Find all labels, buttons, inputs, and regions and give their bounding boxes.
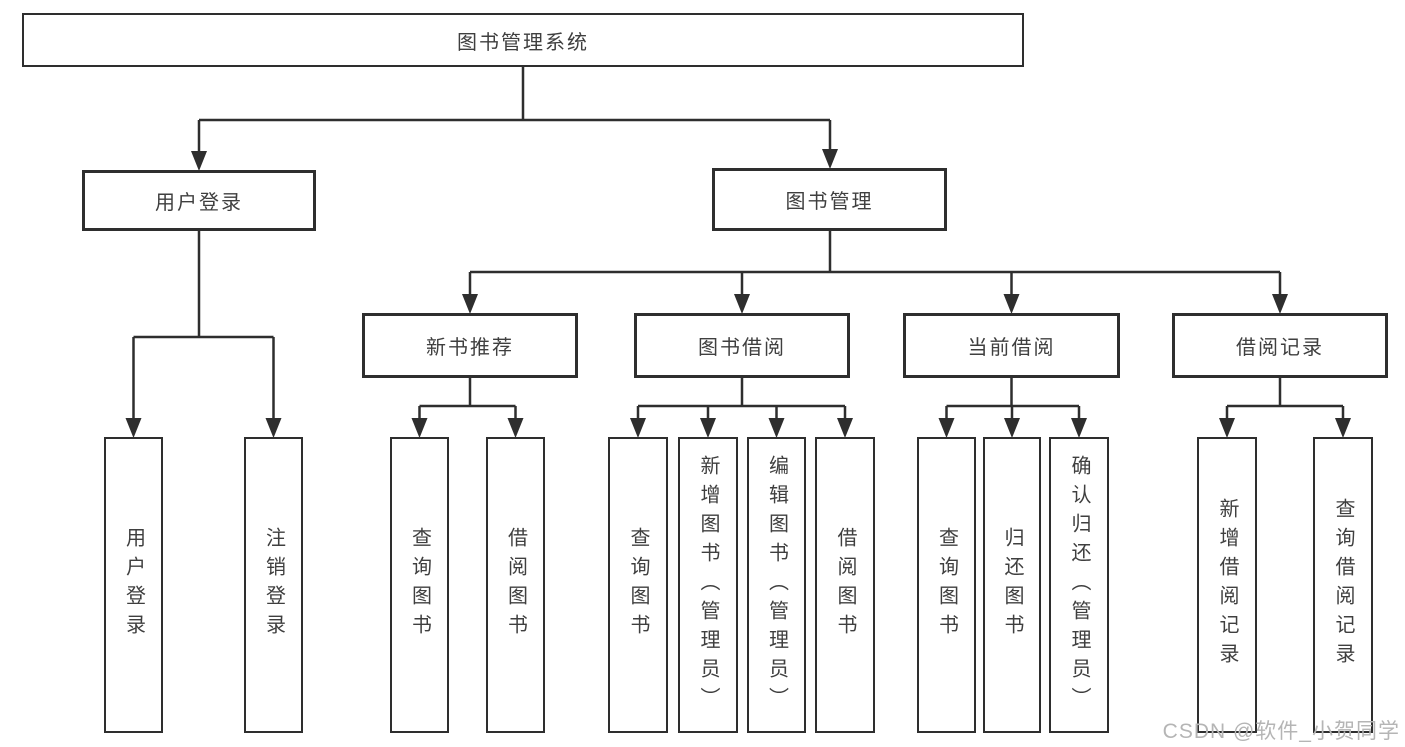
leaf-current-return-books: 归还图书: [983, 437, 1041, 733]
leaf-recommend-query-books: 查询图书: [390, 437, 449, 733]
leaf-user-login: 用户登录: [104, 437, 163, 733]
node-borrowing-records: 借阅记录: [1172, 313, 1388, 378]
node-user-login: 用户登录: [82, 170, 316, 231]
node-book-borrowing: 图书借阅: [634, 313, 850, 378]
leaf-records-add-record: 新增借阅记录: [1197, 437, 1257, 733]
leaf-borrowing-query-books: 查询图书: [608, 437, 668, 733]
node-root-library-management-system: 图书管理系统: [22, 13, 1024, 67]
leaf-logout: 注销登录: [244, 437, 303, 733]
leaf-borrowing-add-books-admin: 新增图书（管理员）: [678, 437, 738, 733]
node-current-borrowing: 当前借阅: [903, 313, 1120, 378]
leaf-current-confirm-return-admin: 确认归还（管理员）: [1049, 437, 1109, 733]
leaf-records-query-record: 查询借阅记录: [1313, 437, 1373, 733]
csdn-watermark: CSDN @软件_小贺同学: [1162, 720, 1400, 743]
leaf-current-query-books: 查询图书: [917, 437, 976, 733]
arrowheads: [125, 149, 1351, 438]
node-book-management: 图书管理: [712, 168, 947, 231]
leaf-recommend-borrow-books: 借阅图书: [486, 437, 545, 733]
leaf-borrowing-edit-books-admin: 编辑图书（管理员）: [747, 437, 806, 733]
node-new-book-recommend: 新书推荐: [362, 313, 578, 378]
leaf-borrowing-borrow-books: 借阅图书: [815, 437, 875, 733]
